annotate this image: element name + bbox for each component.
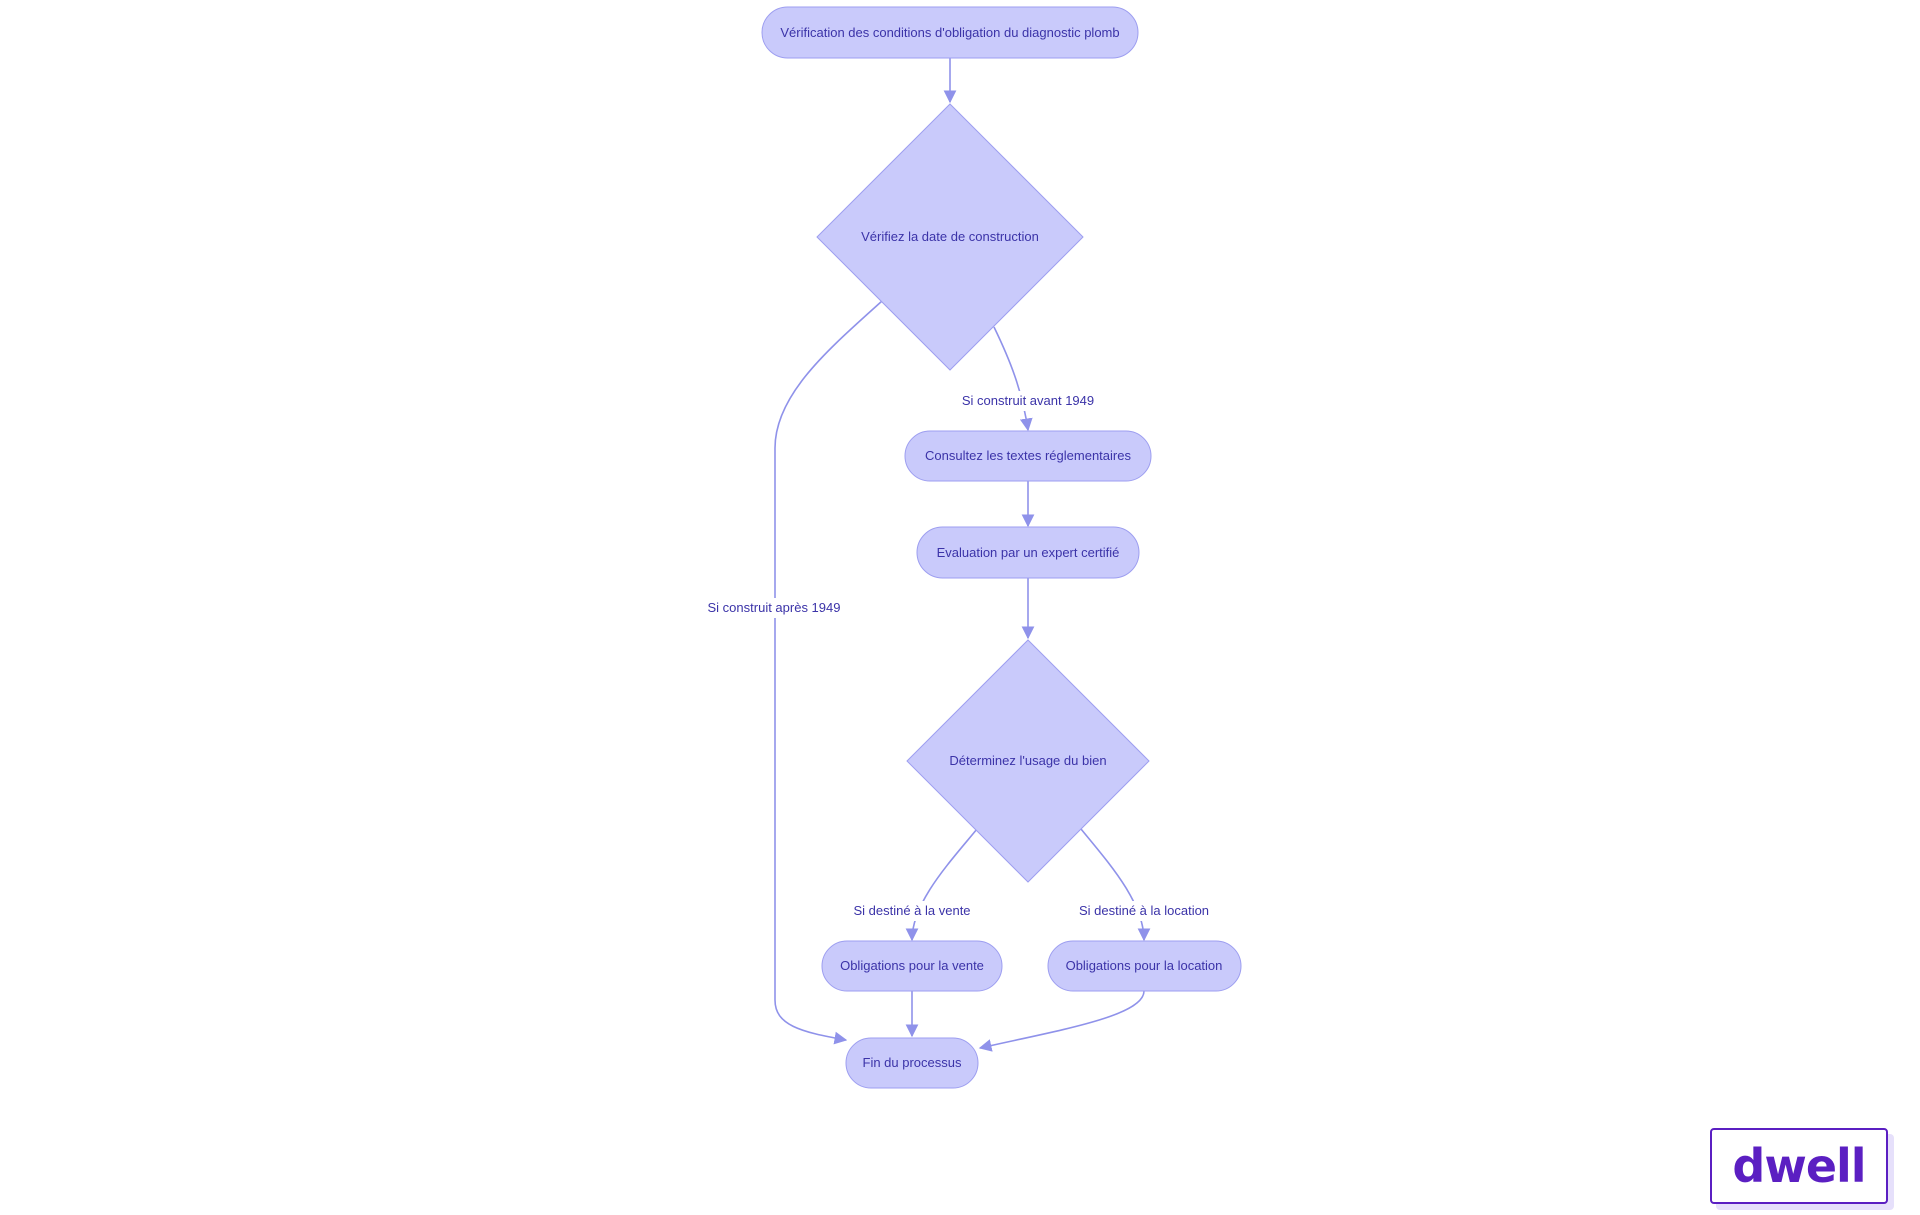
logo-wordmark: dwell <box>1732 1139 1866 1193</box>
edge-usage-to-rental <box>1080 828 1151 942</box>
node-start: Vérification des conditions d'obligation… <box>761 6 1139 59</box>
svg-text:Obligations pour la location: Obligations pour la location <box>1066 958 1223 973</box>
edge-label-after-1949: Si construit après 1949 <box>705 598 845 618</box>
svg-text:Fin du processus: Fin du processus <box>863 1055 962 1070</box>
svg-text:Si destiné à la location: Si destiné à la location <box>1079 903 1209 918</box>
node-rental-obligations: Obligations pour la location <box>1047 940 1242 992</box>
node-check-date-decision: Vérifiez la date de construction <box>816 103 1084 371</box>
edge-check-date-to-consult <box>993 326 1033 432</box>
node-sale-obligations: Obligations pour la vente <box>821 940 1003 992</box>
svg-text:Si construit avant 1949: Si construit avant 1949 <box>962 393 1094 408</box>
edge-label-for-rental: Si destiné à la location <box>1078 901 1210 921</box>
svg-text:Obligations pour la vente: Obligations pour la vente <box>840 958 984 973</box>
edge-check-date-to-end <box>774 300 883 1045</box>
node-consult: Consultez les textes réglementaires <box>904 430 1152 482</box>
svg-text:Si destiné à la vente: Si destiné à la vente <box>853 903 970 918</box>
edge-label-for-sale: Si destiné à la vente <box>852 901 972 921</box>
svg-text:Consultez les textes réglement: Consultez les textes réglementaires <box>925 448 1131 463</box>
svg-text:Vérification des conditions d': Vérification des conditions d'obligation… <box>780 25 1119 40</box>
svg-text:Vérifiez la date de constructi: Vérifiez la date de construction <box>861 229 1039 244</box>
node-usage-decision: Déterminez l'usage du bien <box>906 639 1150 883</box>
node-end: Fin du processus <box>845 1037 979 1089</box>
logo-frame: dwell <box>1710 1128 1888 1204</box>
edge-rental-to-end <box>978 990 1145 1052</box>
node-evaluation: Evaluation par un expert certifié <box>916 526 1140 579</box>
svg-text:Evaluation par un expert certi: Evaluation par un expert certifié <box>937 545 1120 560</box>
svg-text:Déterminez l'usage du bien: Déterminez l'usage du bien <box>949 753 1106 768</box>
edge-label-before-1949: Si construit avant 1949 <box>960 391 1096 411</box>
dwell-logo: dwell <box>1710 1128 1894 1210</box>
svg-text:Si construit après 1949: Si construit après 1949 <box>708 600 841 615</box>
edge-usage-to-sale <box>905 828 978 942</box>
